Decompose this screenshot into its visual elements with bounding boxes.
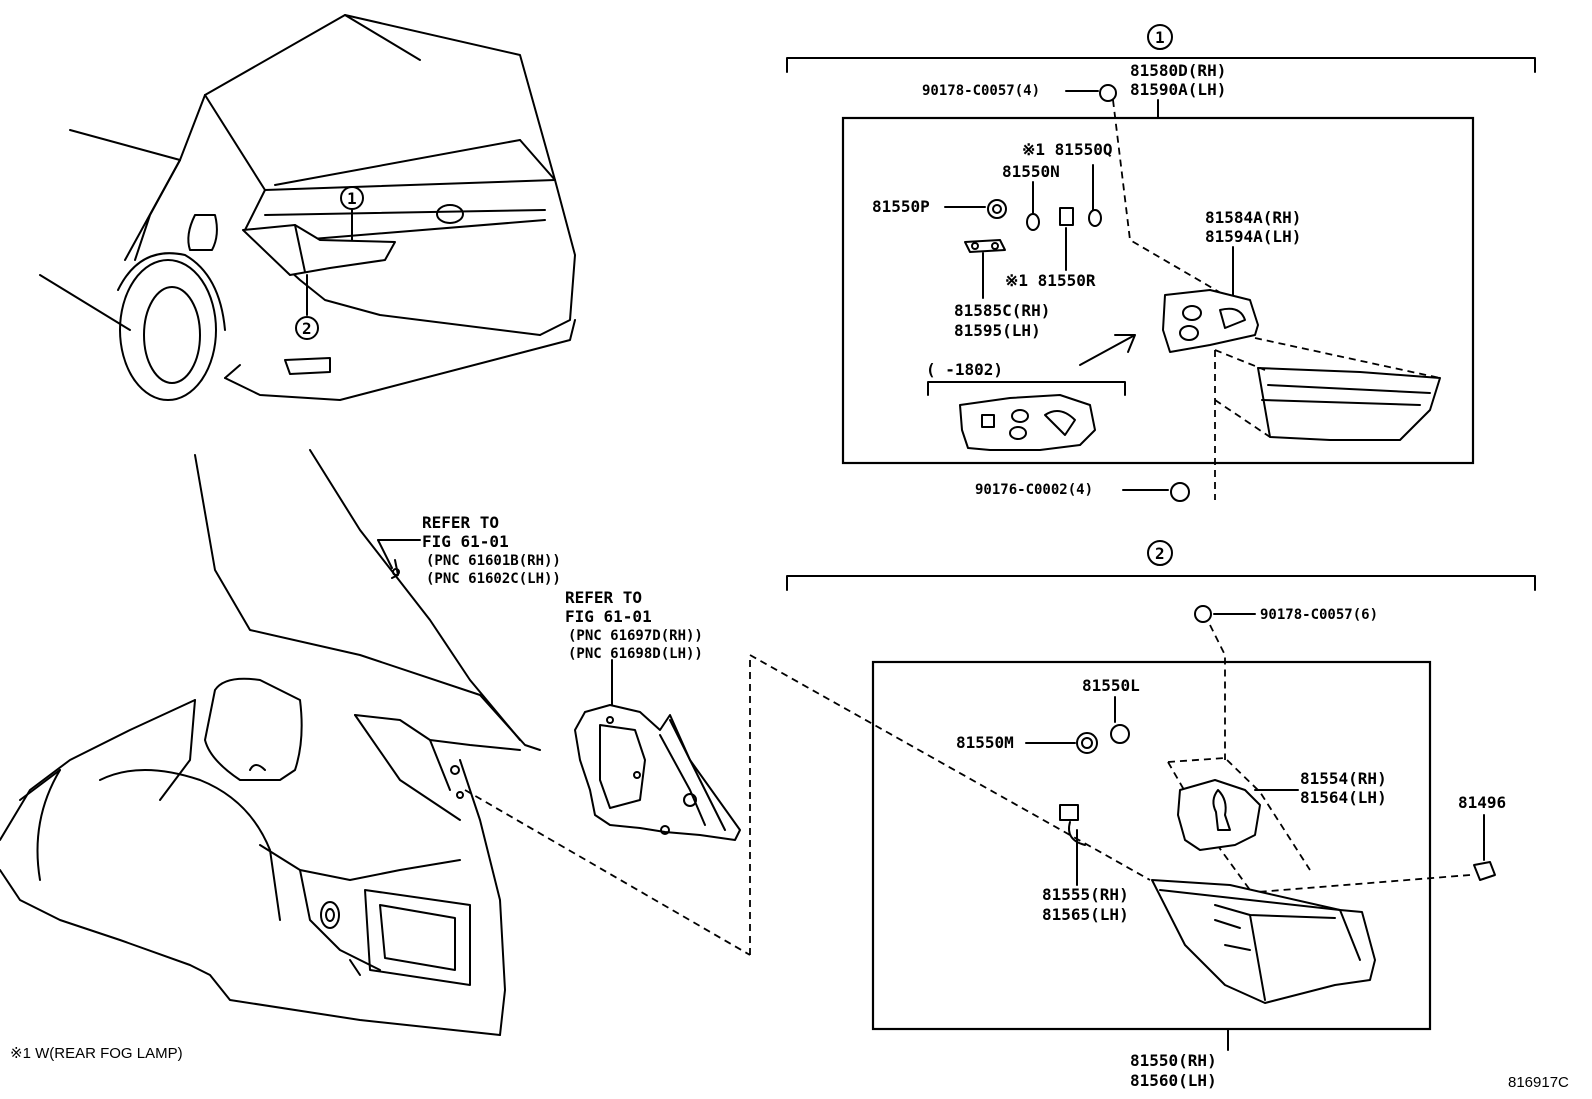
screw-icon xyxy=(1170,482,1190,502)
label-81550L: 81550L xyxy=(1082,676,1140,695)
gasket-icon xyxy=(959,394,1096,451)
footnote: ※1 W(REAR FOG LAMP) xyxy=(10,1045,183,1062)
cover-plate-icon xyxy=(1162,289,1259,353)
group-1: 1 81580D(RH) 81590A(LH) 90178-C0057(4) ※… xyxy=(786,24,1536,502)
label-date-range: ( -1802) xyxy=(926,360,1003,379)
label-81585C-rh: 81585C(RH) xyxy=(954,301,1050,320)
wire-harness-icon xyxy=(1059,804,1079,821)
label-81555-rh: 81555(RH) xyxy=(1042,885,1129,904)
bulb-icon xyxy=(1088,209,1102,227)
label-81550-rh: 81550(RH) xyxy=(1130,1051,1217,1070)
screw-icon xyxy=(1194,605,1212,623)
label-81594A-lh: 81594A(LH) xyxy=(1205,227,1301,246)
cover-plate-icon xyxy=(1177,779,1261,851)
refer1-line4: (PNC 61602C(LH)) xyxy=(426,571,561,587)
clip-icon xyxy=(1473,861,1496,881)
socket-icon xyxy=(987,199,1007,219)
car-rear-overview: 1 2 xyxy=(39,14,576,401)
callout-2-overview: 2 xyxy=(302,319,312,338)
label-81550P: 81550P xyxy=(872,197,930,216)
callout-2: 2 xyxy=(1155,544,1165,563)
callout-1-overview: 1 xyxy=(347,189,357,208)
group-2-box xyxy=(871,660,1432,1031)
callout-1: 1 xyxy=(1155,28,1165,47)
label-81550M: 81550M xyxy=(956,733,1014,752)
refer-note-1: REFER TO FIG 61-01 (PNC 61601B(RH)) (PNC… xyxy=(377,513,561,587)
socket-icon xyxy=(1076,732,1098,754)
socket-icon xyxy=(1059,207,1074,226)
group-2: 2 90178-C0057(6) 81550L 81550M 81554(RH)… xyxy=(786,540,1536,1090)
refer2-line2: FIG 61-01 xyxy=(565,607,652,626)
bulb-icon xyxy=(1026,213,1040,231)
refer2-line3: (PNC 61697D(RH)) xyxy=(568,628,703,644)
label-81554-rh: 81554(RH) xyxy=(1300,769,1387,788)
group-1-box xyxy=(841,116,1475,465)
label-81590A-lh: 81590A(LH) xyxy=(1130,80,1226,99)
label-81565-lh: 81565(LH) xyxy=(1042,905,1129,924)
screw-icon xyxy=(1099,84,1117,102)
label-81560-lh: 81560(LH) xyxy=(1130,1071,1217,1090)
bulb-icon xyxy=(1110,724,1130,744)
label-81580D-rh: 81580D(RH) xyxy=(1130,61,1226,80)
label-81595-lh: 81595(LH) xyxy=(954,321,1041,340)
label-81496: 81496 xyxy=(1458,793,1506,812)
refer2-line1: REFER TO xyxy=(565,588,642,607)
quarter-panel-illustration xyxy=(0,449,541,1036)
refer-note-2: REFER TO FIG 61-01 (PNC 61697D(RH)) (PNC… xyxy=(464,588,1151,956)
tail-lamp-icon xyxy=(1151,879,1376,1004)
refer1-line3: (PNC 61601B(RH)) xyxy=(426,553,561,569)
label-81550R: ※1 81550R xyxy=(1005,271,1096,290)
refer1-line1: REFER TO xyxy=(422,513,499,532)
refer2-line4: (PNC 61698D(LH)) xyxy=(568,646,703,662)
label-screw-90178-6: 90178-C0057(6) xyxy=(1260,607,1378,623)
label-81564-lh: 81564(LH) xyxy=(1300,788,1387,807)
figure-id: 816917C xyxy=(1508,1074,1569,1091)
label-81550N: 81550N xyxy=(1002,162,1060,181)
label-screw-90178-4: 90178-C0057(4) xyxy=(922,83,1040,99)
label-screw-90176-4: 90176-C0002(4) xyxy=(975,482,1093,498)
refer1-line2: FIG 61-01 xyxy=(422,532,509,551)
label-81550Q: ※1 81550Q xyxy=(1022,140,1112,159)
label-81584A-rh: 81584A(RH) xyxy=(1205,208,1301,227)
